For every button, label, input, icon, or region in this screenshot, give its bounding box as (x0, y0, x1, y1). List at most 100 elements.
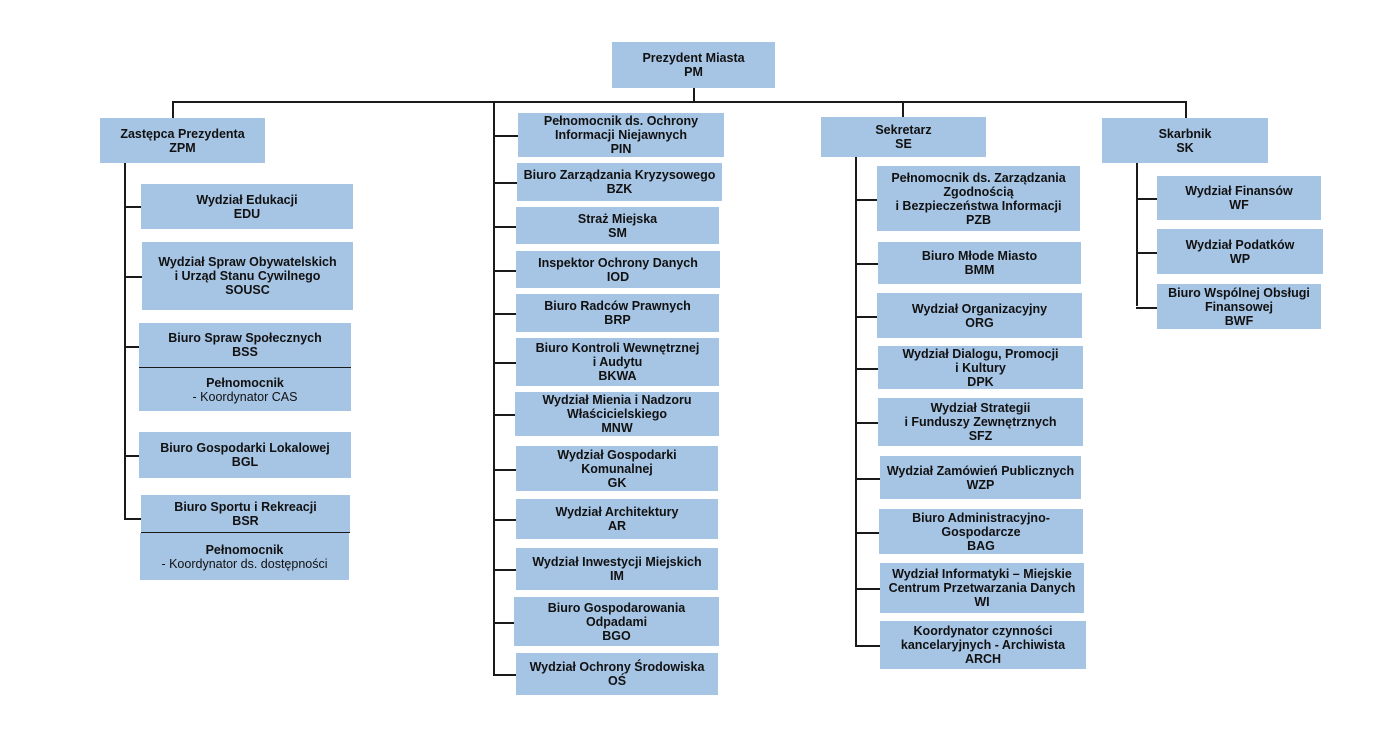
unit-box-wi-line-3: WI (974, 595, 990, 609)
branch-line-sk-0 (1136, 198, 1157, 200)
unit-box-pzb-line-2: Zgodnością (943, 184, 1014, 199)
unit-box-bzk-line-1: Biuro Zarządzania Kryzysowego (523, 168, 716, 182)
root-connector-line (693, 88, 695, 101)
branch-line-staff-5 (493, 362, 516, 364)
head-box-se-line-2: SE (895, 137, 912, 151)
head-connector-sk (1185, 101, 1187, 118)
branch-line-sk-2 (1136, 307, 1157, 309)
unit-box-pin-line-3: PIN (610, 142, 632, 156)
unit-box-sousc-line-1: Wydział Spraw Obywatelskich (158, 255, 337, 269)
unit-box-bgl-line-1: Biuro Gospodarki Lokalowej (160, 441, 330, 455)
unit-box-pelnomocnik-0-3: Pełnomocnik- Koordynator CAS (139, 368, 351, 411)
unit-box-bgo-line-1: Biuro Gospodarowania (547, 600, 686, 615)
unit-box-wzp-line-1: Wydział Zamówień Publicznych (886, 463, 1075, 478)
unit-box-pelnomocnik-0-3-line-1: Pełnomocnik (206, 375, 284, 390)
branch-line-zpm-0 (124, 206, 141, 208)
unit-box-bsr-line-1: Biuro Sportu i Rekreacji (174, 499, 317, 514)
unit-box-pelnomocnik-0-6: Pełnomocnik- Koordynator ds. dostępności (140, 533, 349, 580)
unit-box-bwf-line-2: Finansowej (1204, 299, 1274, 314)
branch-line-se-0 (855, 199, 877, 201)
unit-box-sfz-line-2: i Funduszy Zewnętrznych (904, 415, 1057, 429)
branch-line-staff-10 (493, 622, 514, 624)
head-connector-se (902, 101, 904, 117)
unit-box-im-line-2: IM (610, 569, 624, 583)
unit-box-bgo-line-3: BGO (602, 628, 631, 643)
unit-box-oś-line-2: OŚ (607, 674, 627, 688)
unit-box-iod-line-1: Inspektor Ochrony Danych (538, 255, 698, 270)
spine-line-se (855, 157, 857, 645)
unit-box-edu-line-2: EDU (233, 206, 261, 221)
branch-line-se-3 (855, 368, 878, 370)
unit-box-org-line-2: ORG (965, 315, 994, 330)
head-box-zpm-line-2: ZPM (169, 140, 196, 155)
unit-box-bmm-line-2: BMM (964, 263, 995, 277)
unit-box-sousc-line-3: SOUSC (225, 283, 270, 297)
branch-line-se-8 (855, 645, 880, 647)
branch-line-se-2 (855, 316, 877, 318)
unit-box-dpk-line-2: i Kultury (955, 360, 1006, 375)
unit-box-bkwa-line-1: Biuro Kontroli Wewnętrznej (535, 341, 700, 355)
head-box-sk-line-1: Skarbnik (1158, 126, 1212, 141)
unit-box-pzb-line-1: Pełnomocnik ds. Zarządzania (891, 170, 1066, 185)
spine-line-sk (1136, 163, 1138, 306)
unit-box-brp-line-1: Biuro Radców Prawnych (544, 299, 691, 313)
branch-line-se-5 (855, 478, 880, 480)
unit-box-sm-line-1: Straż Miejska (577, 211, 658, 226)
unit-box-sousc-line-2: i Urząd Stanu Cywilnego (174, 269, 321, 283)
spine-line-staff (493, 101, 495, 674)
branch-line-staff-1 (493, 182, 517, 184)
branch-line-se-6 (855, 532, 879, 534)
unit-box-pelnomocnik-0-6-line-2: - Koordynator ds. dostępności (161, 556, 328, 571)
root-box-pm-line-2: PM (684, 65, 703, 79)
branch-line-zpm-5 (124, 518, 141, 520)
unit-box-bwf-line-3: BWF (1224, 313, 1254, 328)
unit-box-gk-line-3: GK (607, 475, 627, 490)
unit-box-wi-line-2: Centrum Przetwarzania Danych (888, 581, 1076, 595)
unit-box-wf-line-2: WF (1229, 198, 1249, 212)
unit-box-bzk-line-2: BZK (606, 182, 633, 196)
branch-line-se-4 (855, 422, 878, 424)
branch-line-staff-6 (493, 414, 515, 416)
unit-box-pzb-line-3: i Bezpieczeństwa Informacji (895, 198, 1062, 213)
branch-line-staff-0 (493, 135, 518, 137)
unit-box-ar-line-2: AR (607, 519, 627, 533)
branch-line-sk-1 (1136, 252, 1157, 254)
unit-box-bss-line-2: BSS (232, 345, 258, 359)
unit-box-bkwa-line-3: BKWA (598, 369, 637, 383)
unit-box-wf-line-1: Wydział Finansów (1185, 184, 1293, 198)
unit-box-wi-line-1: Wydział Informatyki – Miejskie (892, 567, 1072, 581)
unit-box-oś-line-1: Wydział Ochrony Środowiska (529, 660, 705, 674)
unit-box-mnw-line-1: Wydział Mienia i Nadzoru (542, 393, 692, 407)
branch-line-staff-7 (493, 469, 516, 471)
unit-box-bkwa-line-2: i Audytu (592, 355, 643, 369)
unit-box-sfz-line-1: Wydział Strategii (930, 401, 1031, 415)
branch-line-staff-8 (493, 519, 516, 521)
unit-box-im-line-1: Wydział Inwestycji Miejskich (532, 555, 702, 569)
unit-box-mnw-line-2: Właścicielskiego (566, 407, 668, 421)
unit-box-bss-line-1: Biuro Spraw Społecznych (168, 331, 322, 345)
branch-line-staff-2 (493, 226, 516, 228)
